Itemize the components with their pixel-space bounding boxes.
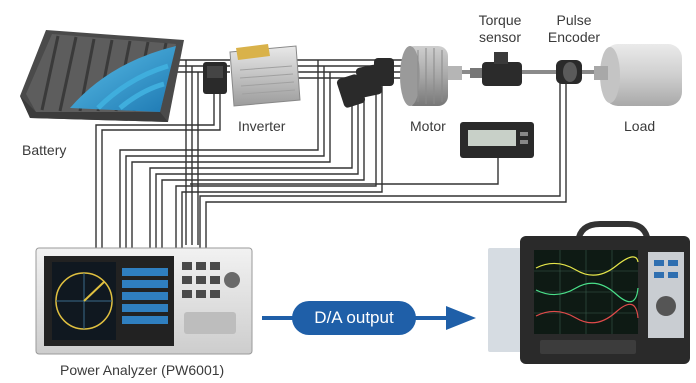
battery-label: Battery (22, 142, 67, 158)
pulse-encoder-label-line1: Pulse (556, 12, 592, 28)
torque-sensor-label: Torque sensor (468, 12, 532, 46)
motor-label: Motor (410, 118, 446, 134)
load-label: Load (624, 118, 656, 134)
power-analyzer-device (35, 247, 253, 355)
current-sensor-battery (203, 62, 227, 94)
torque-sensor-device (470, 52, 522, 86)
motor-device (400, 46, 462, 106)
torque-sensor-label-line2: sensor (478, 29, 522, 45)
power-analyzer-label: Power Analyzer (PW6001) (60, 362, 225, 378)
inverter-device (229, 44, 301, 107)
inverter-label: Inverter (238, 118, 286, 134)
current-sensors-motor (336, 58, 394, 108)
battery-device (20, 30, 184, 122)
da-output-arrow (262, 301, 476, 335)
pulse-encoder-label: Pulse Encoder (538, 12, 610, 46)
torque-sensor-label-line1: Torque (478, 12, 522, 28)
torque-meter-device (460, 122, 534, 158)
pulse-encoder-label-line2: Encoder (547, 29, 601, 45)
da-output-label: D/A output (314, 308, 394, 327)
load-device (594, 44, 682, 106)
memory-recorder-device (488, 221, 690, 364)
signal-wires (95, 59, 567, 250)
pulse-encoder-device (556, 60, 582, 84)
